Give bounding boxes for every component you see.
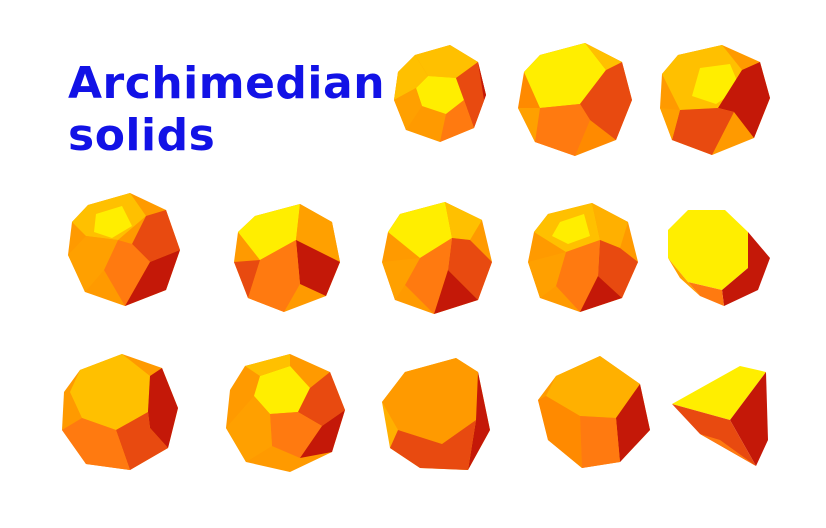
solid-truncated-octahedron-2 <box>538 356 650 468</box>
solid-truncated-cube <box>668 210 770 306</box>
solid-truncated-icosahedron <box>226 354 345 472</box>
solid-truncated-tetrahedron-large <box>382 358 490 470</box>
title-line-1: Archimedian <box>68 58 386 109</box>
solid-rhombicosidodecahedron <box>68 193 180 306</box>
solid-truncated-cuboctahedron <box>518 43 632 156</box>
solid-truncated-icosidodecahedron <box>394 45 486 142</box>
solid-truncated-dodecahedron <box>62 354 178 470</box>
title-line-2: solids <box>68 110 216 161</box>
title: Archimedian solids <box>68 58 385 162</box>
solid-truncated-octahedron <box>660 45 770 155</box>
solid-snub-dodecahedron <box>528 203 638 312</box>
solid-truncated-tetrahedron <box>672 366 768 466</box>
solid-icosidodecahedron <box>382 202 492 314</box>
solid-cuboctahedron-like <box>234 204 340 312</box>
